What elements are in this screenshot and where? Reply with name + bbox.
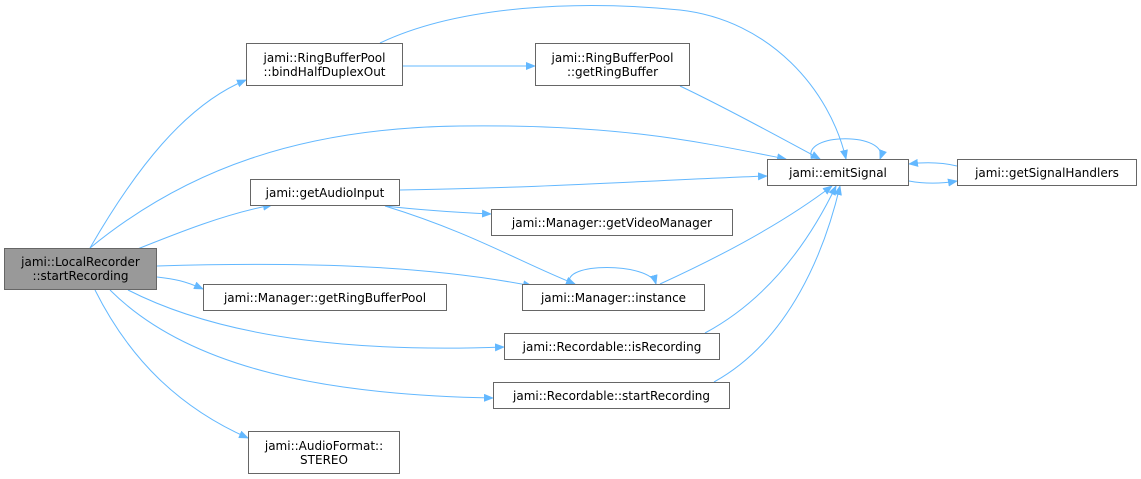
edge-instance-to-instance xyxy=(568,267,658,285)
node-label: jami::RingBufferPool xyxy=(551,50,674,65)
node-label: jami::Recordable::startRecording xyxy=(513,388,710,403)
node-manager-instance[interactable]: jami::Manager::instance xyxy=(522,284,705,311)
node-localrecorder-startrecording: jami::LocalRecorder ::startRecording xyxy=(4,248,157,290)
node-label: jami::Manager::getRingBufferPool xyxy=(223,290,427,305)
edge-start-to-bind xyxy=(89,79,247,249)
node-label: ::startRecording xyxy=(32,269,129,283)
node-label: jami::LocalRecorder xyxy=(21,255,140,269)
node-label: STEREO xyxy=(300,452,348,467)
node-ringbufferpool-getringbuffer[interactable]: jami::RingBufferPool ::getRingBuffer xyxy=(535,43,690,86)
edge-startrec-to-emit xyxy=(713,185,842,383)
node-label: ::getRingBuffer xyxy=(566,64,659,79)
edge-start-to-stereo xyxy=(94,289,249,439)
node-getsignalhandlers[interactable]: jami::getSignalHandlers xyxy=(957,159,1137,186)
node-label: jami::Recordable::isRecording xyxy=(522,339,702,354)
edge-emit-to-handlers xyxy=(908,178,958,187)
node-label: jami::Manager::instance xyxy=(540,290,687,305)
edge-start-to-rbpool xyxy=(156,276,204,290)
node-recordable-isrecording[interactable]: jami::Recordable::isRecording xyxy=(504,333,720,360)
node-label: jami::getSignalHandlers xyxy=(975,165,1119,180)
node-recordable-startrecording[interactable]: jami::Recordable::startRecording xyxy=(493,382,730,409)
edge-start-to-instance xyxy=(156,263,533,289)
node-audioformat-stereo[interactable]: jami::AudioFormat:: STEREO xyxy=(248,431,400,474)
edge-emit-to-emit xyxy=(810,138,887,160)
edge-start-to-startrec xyxy=(109,289,494,402)
node-label: ::bindHalfDuplexOut xyxy=(263,64,386,79)
node-label: jami::AudioFormat:: xyxy=(264,438,384,453)
edge-getaudio-to-videomgr xyxy=(384,205,492,218)
node-manager-getvideomanager[interactable]: jami::Manager::getVideoManager xyxy=(491,209,733,236)
node-label: jami::getAudioInput xyxy=(265,185,385,200)
edge-start-to-emit xyxy=(89,125,787,249)
node-label: jami::RingBufferPool xyxy=(263,50,386,65)
node-label: jami::emitSignal xyxy=(789,165,887,180)
edge-start-to-getaudio xyxy=(134,202,273,251)
node-manager-getringbufferpool[interactable]: jami::Manager::getRingBufferPool xyxy=(203,284,447,311)
edge-isrec-to-emit xyxy=(704,185,837,334)
node-label: jami::Manager::getVideoManager xyxy=(511,215,713,230)
edge-getrb-to-emit xyxy=(679,85,821,160)
edge-getaudio-to-emit xyxy=(399,172,768,191)
edge-handlers-to-emit xyxy=(908,158,958,167)
node-emitsignal[interactable]: jami::emitSignal xyxy=(767,159,909,186)
edge-start-to-isrec xyxy=(127,289,505,352)
edge-bind-to-emit xyxy=(379,5,848,160)
node-ringbufferpool-bindhalfduplexout[interactable]: jami::RingBufferPool ::bindHalfDuplexOut xyxy=(246,43,403,86)
edge-instance-to-emit xyxy=(659,185,833,285)
edge-getaudio-to-instance xyxy=(384,205,576,285)
node-getaudioinput[interactable]: jami::getAudioInput xyxy=(250,179,400,206)
